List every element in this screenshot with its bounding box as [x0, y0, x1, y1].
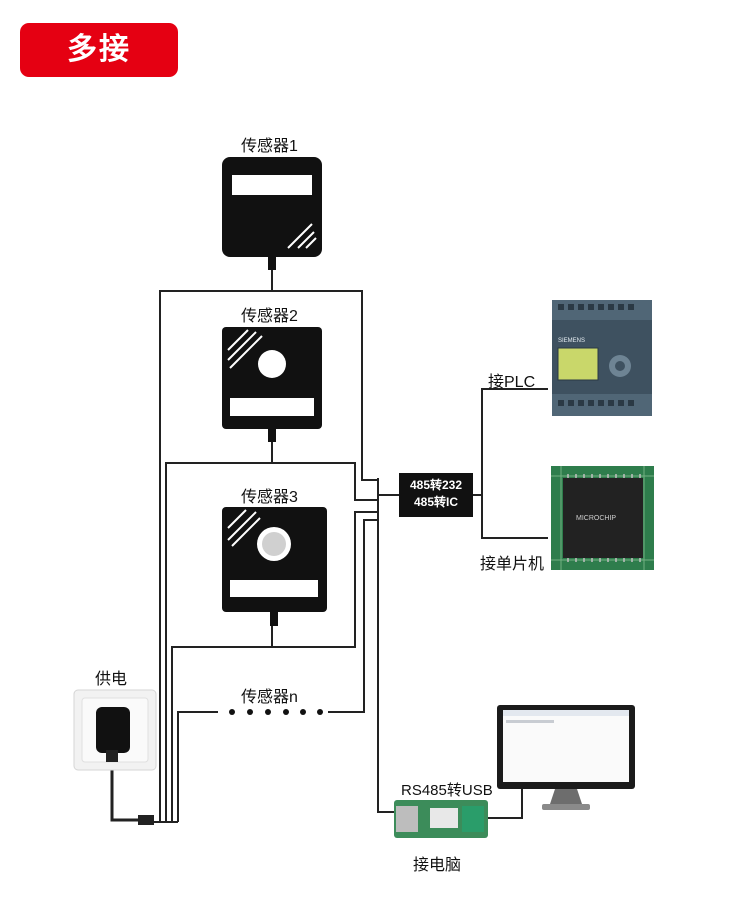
- wire-to-usb: [377, 522, 394, 813]
- wire-usb-pc: [488, 787, 542, 819]
- mcu-label: 接单片机: [480, 556, 545, 573]
- usb-converter: [394, 800, 488, 838]
- plc-label: 接PLC: [488, 374, 536, 391]
- power-cable: [110, 758, 140, 822]
- power-outlet: [73, 689, 157, 825]
- plc-device: SIEMENS: [552, 300, 652, 416]
- wire-sensor2: [165, 440, 273, 822]
- sensor-n-dots: [229, 709, 323, 715]
- sensor-n-label: 传感器n: [241, 689, 298, 706]
- wires: [110, 268, 548, 823]
- wire-sensor3-right: [272, 511, 378, 648]
- sensor-2-label: 传感器2: [241, 308, 298, 325]
- wire-to-targets: [473, 388, 548, 539]
- converter-line-2: 485转IC: [413, 495, 459, 509]
- chip-brand-text: MICROCHIP: [576, 515, 616, 522]
- sensor-3-device: [222, 507, 327, 626]
- pc-label: 接电脑: [413, 857, 462, 874]
- wire-sensor1-right: [272, 290, 378, 481]
- usb-label: RS485转USB: [401, 782, 493, 799]
- power-label: 供电: [95, 671, 128, 688]
- sensor-1-device: [222, 157, 322, 270]
- sensor-1-label: 传感器1: [241, 138, 298, 155]
- converter-box: 485转232 485转IC: [399, 473, 473, 517]
- wire-sensor1: [159, 268, 273, 822]
- wire-sensor-n: [177, 711, 218, 822]
- plc-brand-text: SIEMENS: [558, 338, 585, 344]
- wire-sensor-n-right: [328, 519, 378, 713]
- wire-junction: [377, 478, 399, 522]
- sensor-2-device: [222, 327, 322, 442]
- mcu-board: MICROCHIP: [551, 466, 654, 570]
- monitor: [497, 705, 635, 810]
- converter-line-1: 485转232: [409, 478, 463, 492]
- wire-sensor3: [171, 625, 273, 822]
- sensor-3-label: 传感器3: [241, 489, 298, 506]
- wire-sensor2-right: [272, 462, 378, 501]
- title-badge: 多接: [20, 23, 178, 77]
